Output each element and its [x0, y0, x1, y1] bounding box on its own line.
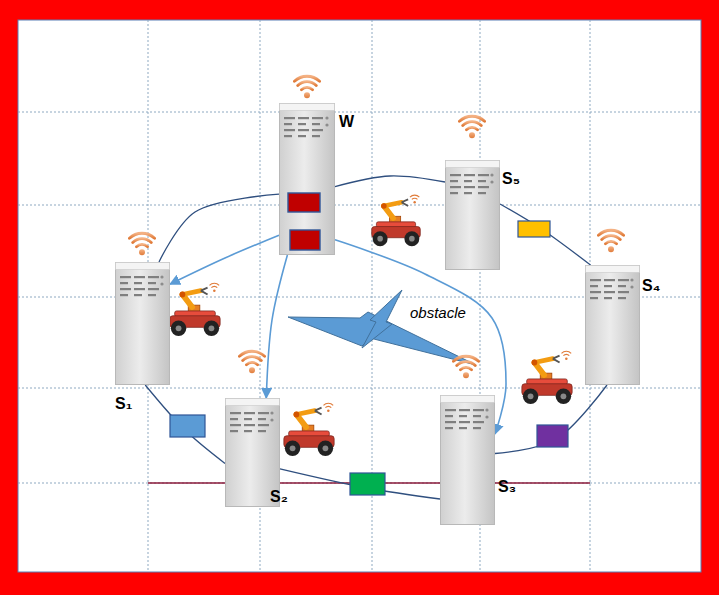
task-arrow [170, 235, 279, 284]
server-shape [440, 395, 495, 525]
server-node: S₅ [445, 160, 500, 270]
part-box [537, 425, 568, 447]
obstacle-shape [288, 290, 476, 365]
part-box [350, 473, 385, 495]
grid-lines [18, 20, 701, 572]
floor-area [18, 20, 701, 572]
ring-link [145, 385, 225, 463]
task-arrow [266, 255, 287, 398]
server-shape [115, 262, 170, 385]
ring-link [159, 194, 279, 262]
server-label: S₁ [115, 395, 132, 413]
server-label: S₅ [502, 170, 520, 188]
part-box [518, 221, 550, 237]
server-label: S₂ [270, 488, 288, 506]
server-node: S₂ [225, 398, 280, 507]
part-box [170, 415, 205, 437]
server-node: S₁ [115, 262, 170, 385]
ring-link [495, 385, 607, 454]
wifi-icons [129, 76, 623, 378]
server-shape [279, 103, 335, 255]
server-shape [585, 265, 640, 385]
server-node: S₄ [585, 265, 640, 385]
ring-link [280, 469, 440, 499]
server-shape [445, 160, 500, 270]
server-node: S₃ [440, 395, 495, 525]
server-label: S₄ [642, 277, 660, 295]
obstacle-label: obstacle [408, 304, 468, 321]
server-label: S₃ [498, 478, 516, 496]
ring-link [335, 176, 445, 187]
server-label: W [339, 113, 354, 131]
server-node: W [279, 103, 335, 255]
ring-link [500, 204, 591, 265]
